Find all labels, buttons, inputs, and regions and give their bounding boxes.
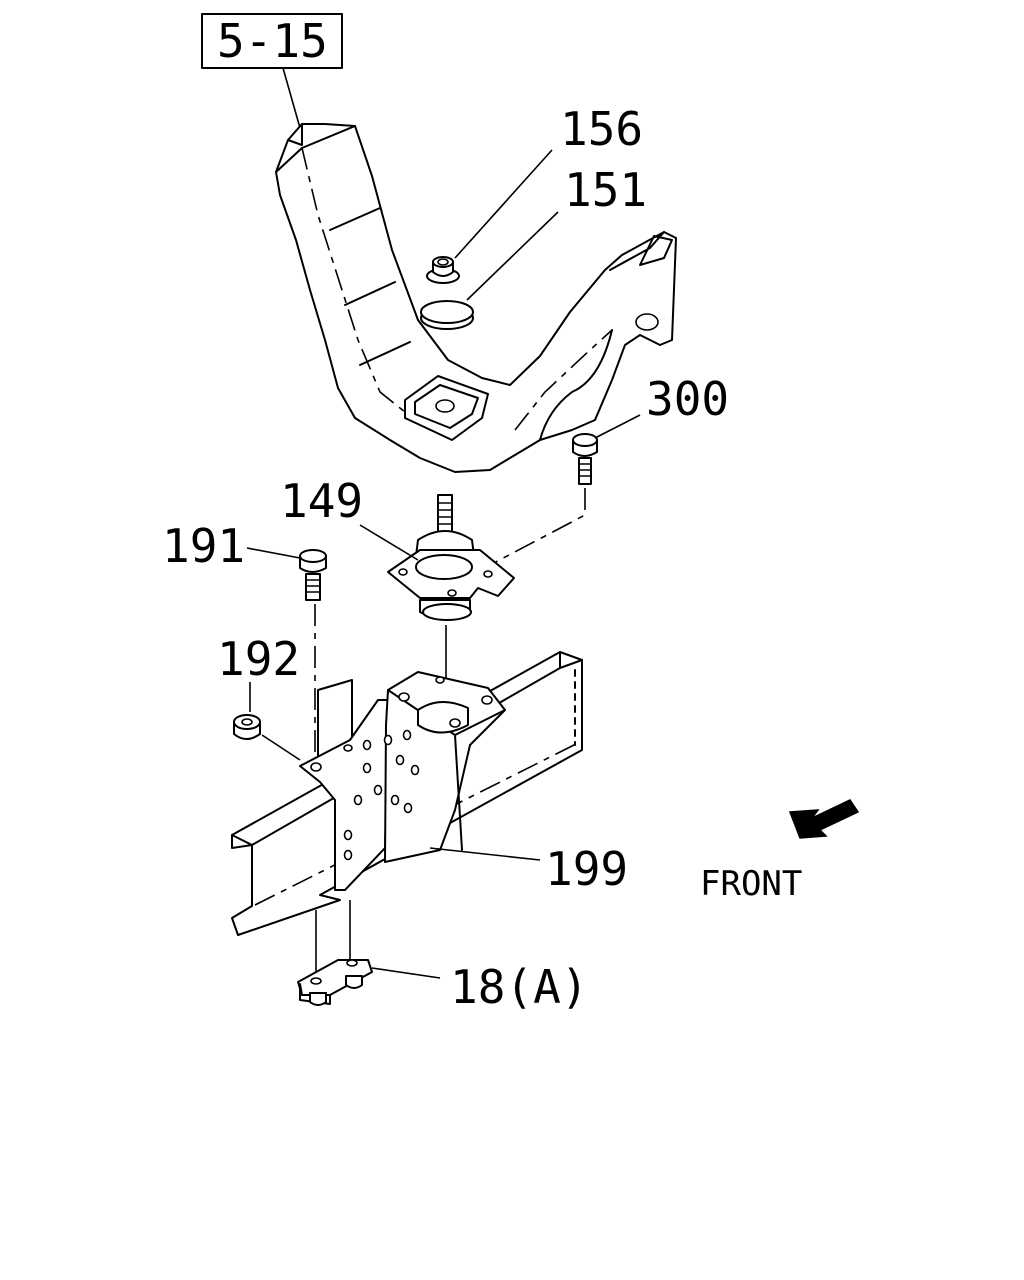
bolt-300[interactable]: [572, 433, 598, 485]
plate-18a[interactable]: [297, 959, 373, 1006]
callout-192[interactable]: 192: [217, 632, 300, 686]
front-label: FRONT: [700, 864, 802, 904]
cab-bracket: [275, 123, 677, 473]
callout-149[interactable]: 149: [280, 474, 363, 528]
callout-191[interactable]: 191: [162, 519, 245, 573]
flange-nut-156[interactable]: [426, 256, 460, 284]
front-arrow-icon: [788, 799, 860, 839]
bolt-191[interactable]: [299, 549, 327, 601]
leader-151: [466, 211, 559, 301]
leader-149: [359, 524, 419, 561]
reference-box[interactable]: 5-15: [201, 13, 343, 69]
callout-156[interactable]: 156: [560, 102, 643, 156]
rubber-mount-149[interactable]: [387, 494, 515, 621]
callout-151[interactable]: 151: [564, 163, 647, 217]
leader-199: [429, 847, 541, 861]
callout-199[interactable]: 199: [545, 842, 628, 896]
bracket-199[interactable]: [299, 671, 506, 891]
reference-leader: [282, 67, 301, 129]
nut-192[interactable]: [233, 714, 261, 740]
leader-18a: [371, 967, 441, 979]
guide-line-300: [489, 488, 586, 566]
leader-300: [594, 414, 641, 439]
washer-151[interactable]: [420, 300, 474, 330]
reference-box-label: 5-15: [217, 14, 328, 68]
leader-191: [246, 547, 301, 559]
callout-18a[interactable]: 18(A): [450, 960, 588, 1014]
leader-156: [454, 149, 553, 259]
guide-line-192: [261, 734, 301, 761]
callout-300[interactable]: 300: [646, 372, 729, 426]
